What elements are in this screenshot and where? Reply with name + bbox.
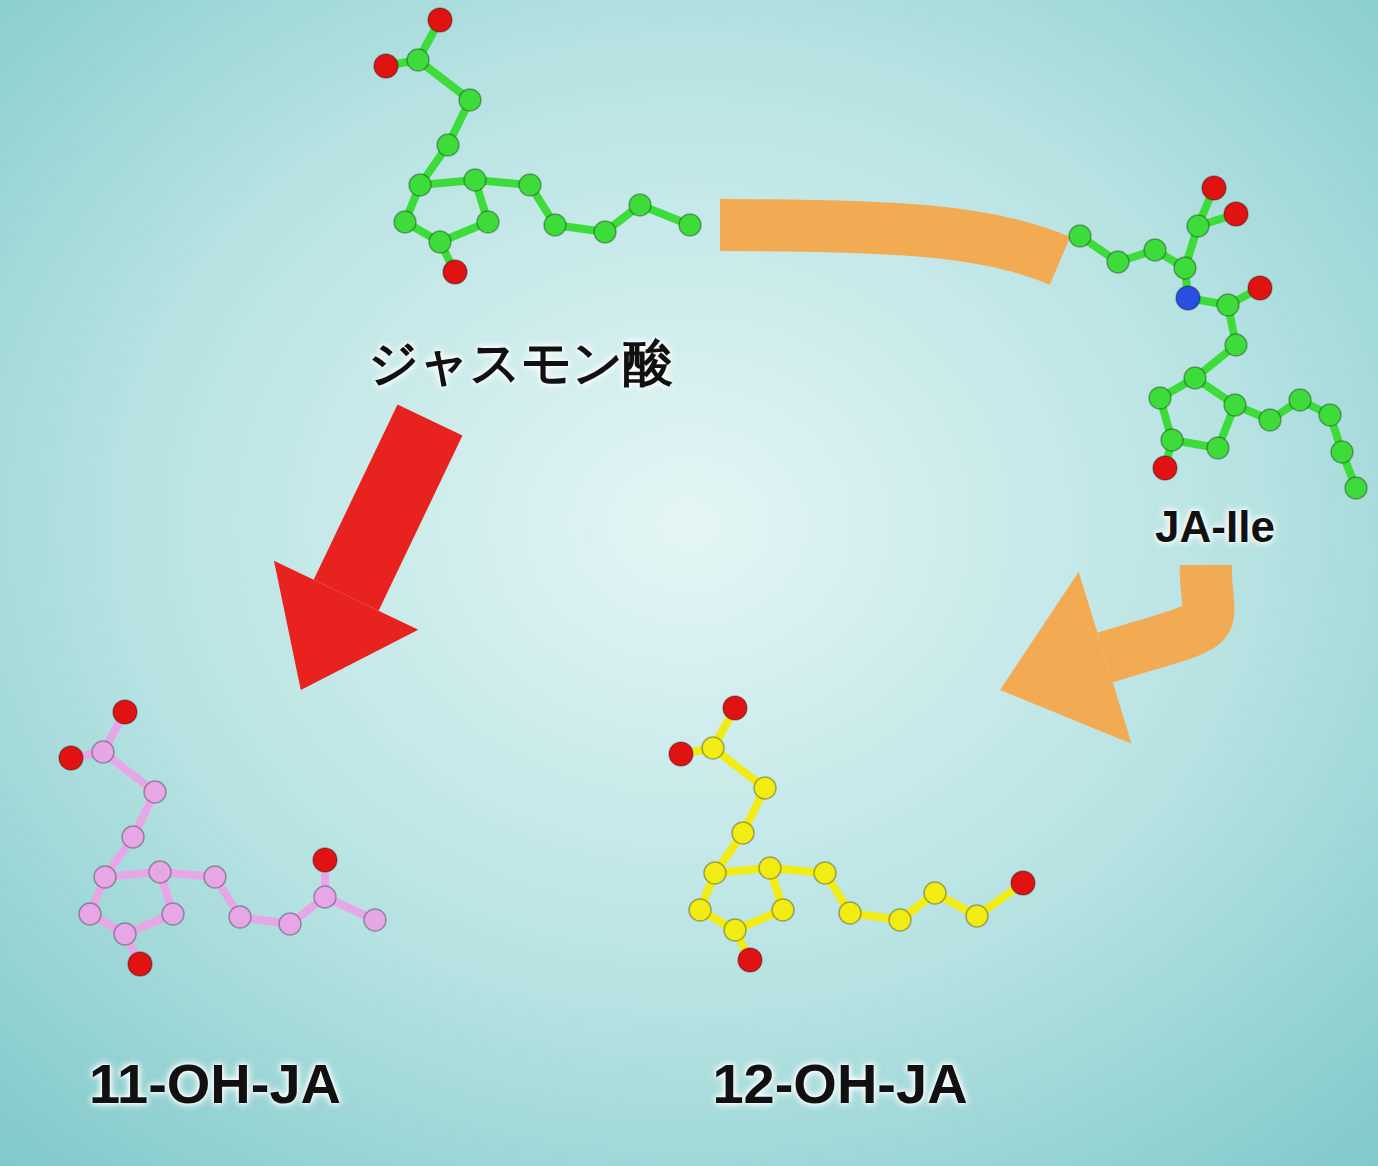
molecule-node: JA-Ile (1060, 175, 1370, 565)
connector-line (346, 420, 430, 595)
arrow-head (274, 561, 418, 690)
molecule-node: 12-OH-JA (640, 690, 1040, 1130)
compound-label: ジャスモン酸 (368, 335, 673, 393)
compound-label: JA-Ile (1155, 502, 1275, 553)
conversion-arrow (274, 420, 430, 690)
compound-label: 12-OH-JA (712, 1052, 967, 1116)
connector-line (720, 225, 1060, 261)
ja-ile-molecule (1069, 176, 1367, 499)
arrow-head (1000, 572, 1132, 744)
ja-molecule (374, 8, 701, 284)
oh12-molecule (669, 696, 1035, 972)
compound-label: 11-OH-JA (89, 1052, 341, 1116)
molecule-node: ジャスモン酸 (320, 0, 720, 420)
molecule-node: 11-OH-JA (20, 690, 410, 1130)
pathway-band (720, 225, 1060, 261)
pathway-arrow (1000, 565, 1209, 744)
connector-line (1105, 565, 1208, 658)
oh11-molecule (59, 700, 386, 976)
